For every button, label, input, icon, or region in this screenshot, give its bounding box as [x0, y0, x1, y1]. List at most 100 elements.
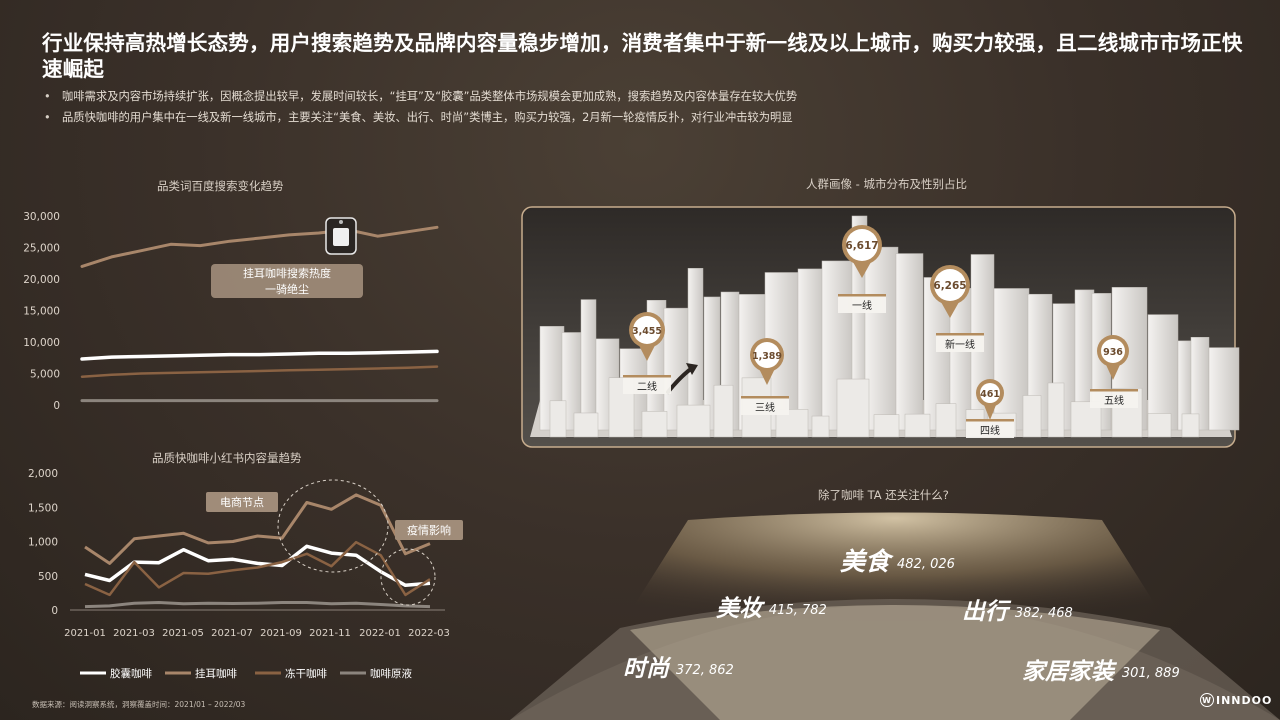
map-pin: 3,455 二线: [623, 312, 671, 394]
map-pin-value: 461: [980, 389, 1000, 400]
y-tick-label: 10,000: [23, 337, 60, 349]
map-pin-value: 1,389: [752, 351, 782, 362]
city-label-bar: [623, 375, 671, 378]
map-pin-value: 936: [1103, 347, 1123, 358]
x-tick-label: 2021-07: [211, 628, 253, 639]
annotation-line: 一骑绝尘: [265, 282, 309, 296]
map-pin: 461 四线: [966, 379, 1014, 438]
annotation-box: [211, 264, 363, 298]
page-title: 行业保持高热增长态势，用户搜索趋势及品牌内容量稳步增加，消费者集中于新一线及以上…: [42, 31, 1243, 81]
bullet-item: 咖啡需求及内容市场持续扩张，因概念提出较早，发展时间较长，“挂耳”及“胶囊”品类…: [44, 86, 797, 107]
y-tick-label: 2,000: [28, 468, 58, 480]
y-tick-label: 500: [38, 571, 58, 583]
interest-label: 出行: [962, 599, 1012, 625]
map-pin-inner: [633, 316, 661, 344]
city-label: 一线: [852, 299, 872, 312]
interest-value: 482, 026: [897, 557, 955, 572]
legend-label: 胶囊咖啡: [110, 667, 152, 680]
y-tick-label: 5,000: [30, 369, 60, 381]
city-label-bar: [936, 333, 984, 336]
content-trend-chart: 2,000 1,500 1,000 500 0 2021-01 2021-03 2021-05…: [28, 468, 463, 680]
city-label-bar: [966, 419, 1014, 422]
x-tick-label: 2021-01: [64, 628, 106, 639]
map-pin: 6,617 一线: [838, 225, 886, 313]
map-pin: 936 五线: [1090, 335, 1138, 408]
city-label-bg: [936, 335, 984, 352]
x-tick-label: 2022-01: [359, 628, 401, 639]
legend-label: 冻干咖啡: [285, 667, 327, 680]
city-label-bg: [623, 377, 671, 394]
y-tick-label: 1,500: [28, 502, 58, 514]
city-label: 五线: [1104, 394, 1124, 407]
map-pin-inner: [1101, 339, 1125, 363]
map-pin-inner: [754, 342, 780, 368]
y-tick-label: 25,000: [23, 243, 60, 255]
dome-stage: [630, 605, 1160, 720]
x-tick-label: 2021-09: [260, 628, 302, 639]
city-label-bar: [838, 294, 886, 297]
map-pin-inner: [980, 383, 1000, 403]
map-pin-inner: [846, 229, 878, 261]
map-pin: 1,389 三线: [741, 338, 789, 415]
interest-value: 382, 468: [1015, 606, 1073, 621]
city-portrait-title: 人群画像 - 城市分布及性别占比: [806, 177, 967, 191]
y-tick-label: 0: [53, 400, 60, 412]
series-line-donggan: [80, 365, 439, 378]
city-label-bg: [741, 398, 789, 415]
interest-label: 美食: [840, 547, 894, 576]
search-trend-title: 品类词百度搜索变化趋势: [157, 179, 284, 193]
interest-value: 372, 862: [676, 663, 734, 678]
interest-label: 时尚: [623, 656, 672, 682]
map-pin-value: 3,455: [632, 326, 662, 337]
map-pin-value: 6,617: [845, 240, 878, 252]
x-tick-label: 2021-05: [162, 628, 204, 639]
city-label-bar: [1090, 389, 1138, 392]
x-tick-label: 2021-03: [113, 628, 155, 639]
series-line-guaer: [80, 225, 439, 268]
city-label-bg: [966, 421, 1014, 438]
interest-value: 301, 889: [1122, 666, 1180, 681]
bullet-list: 咖啡需求及内容市场持续扩张，因概念提出较早，发展时间较长，“挂耳”及“胶囊”品类…: [44, 86, 797, 128]
y-tick-label: 20,000: [23, 274, 60, 286]
spotlight-beam: [620, 512, 1170, 628]
logo-mark: W: [1200, 693, 1214, 707]
city-label: 二线: [637, 380, 657, 393]
y-tick-label: 1,000: [28, 537, 58, 549]
y-tick-label: 0: [51, 605, 58, 617]
annotation-line: 挂耳咖啡搜索热度: [243, 266, 331, 280]
series-line-yuanye: [84, 601, 431, 609]
brand-logo: W INNDOO: [1200, 693, 1272, 707]
series-line-jiaonang: [80, 349, 439, 361]
series-line-guaer: [84, 493, 431, 565]
map-pin: 6,265 新一线: [930, 265, 984, 352]
x-tick-label: 2021-11: [309, 628, 351, 639]
map-pin-inner: [934, 269, 966, 301]
content-trend-title: 品质快咖啡小红书内容量趋势: [152, 451, 302, 465]
city-label: 四线: [980, 424, 1000, 437]
interest-value: 415, 782: [769, 603, 827, 618]
coffee-machine-icon: [325, 217, 357, 255]
legend-label: 咖啡原液: [370, 667, 412, 680]
interest-label: 家居家装: [1022, 659, 1118, 685]
city-label: 三线: [755, 401, 775, 414]
interest-item: 家居家装 301, 889: [1022, 659, 1180, 685]
series-line-donggan: [84, 540, 431, 597]
y-tick-label: 15,000: [23, 306, 60, 318]
annotation-tag: [206, 492, 278, 512]
x-tick-label: 2022-03: [408, 628, 450, 639]
annotation-tag-label: 疫情影响: [407, 523, 451, 537]
city-label-bg: [1090, 391, 1138, 408]
growth-arrow-head: [686, 363, 698, 375]
highlight-circle: [277, 479, 389, 573]
annotation-tag-label: 电商节点: [220, 495, 264, 509]
legend-label: 挂耳咖啡: [195, 667, 237, 680]
series-line-jiaonang: [84, 544, 431, 588]
map-pin-value: 6,265: [933, 280, 966, 292]
city-distribution-map: 6,617 一线 6,265 新一线 3,455 二线 1,389 三线 461 四线 936 五线: [521, 206, 1240, 448]
interest-title: 除了咖啡 TA 还关注什么?: [818, 488, 949, 502]
data-source-note: 数据来源：阅读洞察系统，洞察覆盖时间：2021/01 – 2022/03: [32, 700, 246, 709]
city-label: 新一线: [945, 338, 975, 351]
